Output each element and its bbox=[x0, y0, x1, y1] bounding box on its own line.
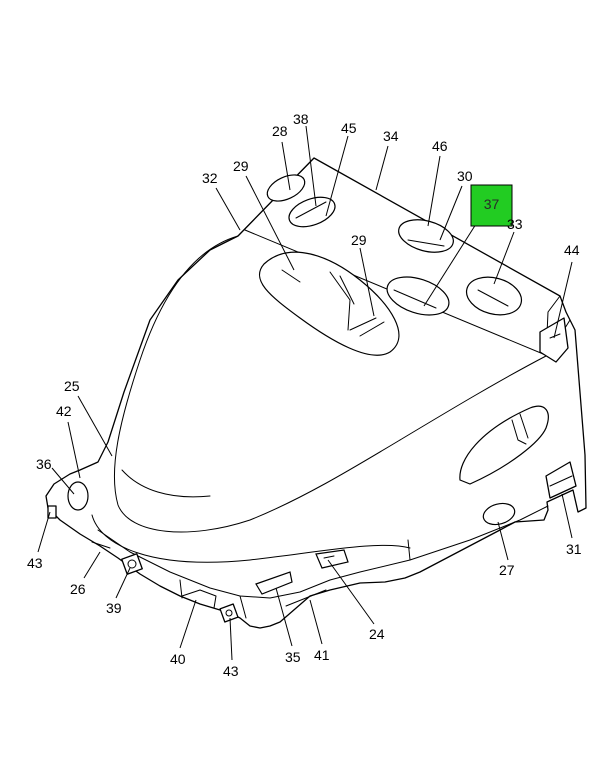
leader-24 bbox=[327, 559, 375, 625]
vent-24 bbox=[315, 549, 349, 569]
leader-32 bbox=[215, 187, 241, 231]
callout-34: 34 bbox=[383, 128, 399, 144]
strip-41 bbox=[285, 589, 327, 607]
leader-30 bbox=[439, 185, 463, 241]
leader-44 bbox=[553, 261, 573, 339]
hole-46 bbox=[398, 219, 454, 253]
bracket-40 bbox=[181, 589, 217, 609]
bracket-44-detail bbox=[549, 333, 561, 339]
leader-46 bbox=[427, 155, 441, 227]
highlight-box bbox=[470, 184, 513, 227]
callout-24: 24 bbox=[369, 626, 385, 642]
hole-27 bbox=[482, 502, 516, 526]
highlight-37[interactable]: 37 bbox=[470, 184, 513, 227]
leader-42 bbox=[67, 421, 81, 479]
leader-41 bbox=[309, 599, 323, 645]
callout-31: 31 bbox=[566, 541, 582, 557]
callout-35: 35 bbox=[285, 649, 301, 665]
latch-31-detail bbox=[549, 475, 573, 487]
callout-labels: 28 38 45 34 46 32 29 30 33 29 44 25 42 3… bbox=[27, 111, 582, 679]
callout-38: 38 bbox=[293, 111, 309, 127]
leader-25 bbox=[77, 395, 113, 457]
fastener-39 bbox=[121, 553, 143, 575]
hole-37-detail bbox=[393, 289, 437, 309]
nose-inner-line bbox=[121, 469, 211, 498]
leader-40 bbox=[179, 599, 197, 649]
latch-31 bbox=[545, 461, 577, 499]
leader-27 bbox=[497, 521, 509, 561]
fastener-43-bolt bbox=[225, 609, 233, 617]
callout-25: 25 bbox=[64, 378, 80, 394]
lower-skirt bbox=[97, 505, 549, 599]
callout-40: 40 bbox=[170, 651, 186, 667]
leader-34 bbox=[375, 145, 389, 191]
highlight-label: 37 bbox=[484, 196, 500, 212]
side-opening-detail bbox=[511, 413, 529, 445]
leader-33 bbox=[493, 231, 515, 285]
callout-30: 30 bbox=[457, 168, 473, 184]
callout-26: 26 bbox=[70, 581, 86, 597]
hole-36 bbox=[67, 481, 89, 511]
callout-43a: 43 bbox=[27, 555, 43, 571]
callout-44: 44 bbox=[564, 242, 580, 258]
skirt-bottom bbox=[179, 539, 411, 619]
leader-28 bbox=[281, 141, 291, 191]
leader-31 bbox=[561, 493, 573, 539]
side-opening bbox=[459, 405, 549, 485]
callout-41: 41 bbox=[314, 647, 330, 663]
leader-39 bbox=[115, 567, 131, 599]
vent-35 bbox=[255, 571, 293, 595]
bracket-44 bbox=[539, 317, 569, 363]
callout-29a: 29 bbox=[233, 158, 249, 174]
fender-curve bbox=[91, 514, 411, 563]
fastener-43-left bbox=[47, 505, 57, 519]
callout-43b: 43 bbox=[223, 663, 239, 679]
callout-46: 46 bbox=[432, 138, 448, 154]
callout-39: 39 bbox=[106, 600, 122, 616]
nose-contour bbox=[113, 235, 401, 533]
leader-29b bbox=[359, 247, 375, 317]
hole-38-detail bbox=[295, 201, 327, 219]
hole-28 bbox=[266, 174, 306, 202]
hood-body bbox=[45, 157, 587, 629]
center-opening-rib2 bbox=[349, 317, 385, 337]
hole-46-detail bbox=[407, 239, 445, 247]
openings bbox=[47, 174, 577, 623]
vent-24-detail bbox=[323, 555, 335, 559]
leader-37 bbox=[423, 223, 477, 307]
callout-27: 27 bbox=[499, 562, 515, 578]
callout-28: 28 bbox=[272, 123, 288, 139]
leader-43b bbox=[229, 617, 233, 661]
fastener-39-bolt bbox=[127, 559, 137, 569]
callout-32: 32 bbox=[202, 170, 218, 186]
callout-33: 33 bbox=[507, 216, 523, 232]
hood-outline bbox=[45, 157, 587, 629]
hole-37 bbox=[386, 276, 450, 316]
leader-43a bbox=[37, 511, 51, 553]
leader-29a bbox=[245, 175, 295, 271]
center-opening-rib1 bbox=[281, 269, 355, 331]
fastener-43-bottom bbox=[219, 603, 239, 623]
leader-36 bbox=[51, 467, 75, 495]
callout-29b: 29 bbox=[351, 232, 367, 248]
leader-45 bbox=[325, 135, 349, 217]
callout-36: 36 bbox=[36, 456, 52, 472]
leader-35 bbox=[275, 587, 293, 647]
callout-42: 42 bbox=[56, 403, 72, 419]
hole-38 bbox=[288, 196, 336, 228]
leader-lines bbox=[37, 125, 573, 661]
callout-45: 45 bbox=[341, 120, 357, 136]
hole-33-detail bbox=[477, 289, 509, 307]
leader-26 bbox=[83, 551, 101, 579]
strip-26 bbox=[91, 541, 111, 549]
leader-38 bbox=[305, 125, 317, 207]
